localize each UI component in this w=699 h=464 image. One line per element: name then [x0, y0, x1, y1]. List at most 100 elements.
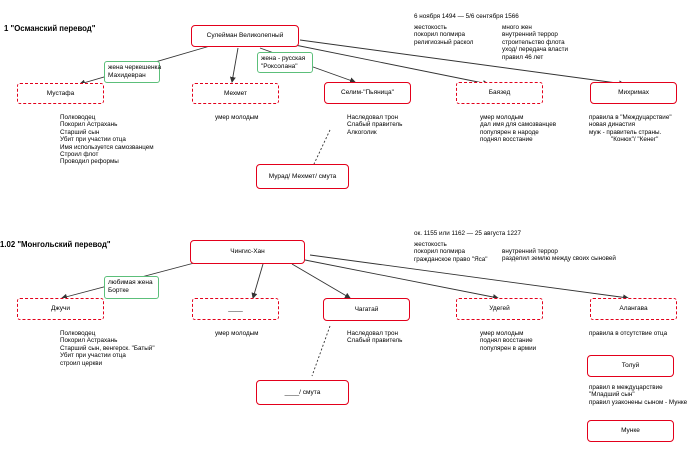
note-line: жестокость: [414, 24, 447, 31]
note-line: муж - правитель страны.: [589, 128, 662, 136]
note-line: дал имя для самозванцев: [480, 121, 557, 129]
note-line: Полководец: [60, 114, 96, 121]
edge-khan-alangava: [309, 254, 629, 301]
note-line: строил церкви: [60, 359, 103, 367]
note-line: Имя используется самозванцем: [60, 143, 154, 151]
note-line: Проводил реформы: [60, 158, 119, 166]
note-line: умер молодым: [215, 330, 259, 337]
note-line: правил 46 лет: [502, 53, 544, 61]
child-box-bayazed[interactable]: Баязед: [456, 82, 543, 104]
note-line: покорил полмира: [414, 248, 465, 256]
child-box-mihrimah[interactable]: Михримах: [590, 82, 677, 104]
spouse-box-roxolana[interactable]: жена - русская "Роксолана": [257, 52, 313, 73]
mongol-ruler-box[interactable]: Чингис-Хан: [190, 240, 305, 264]
note-line: новая династия: [589, 121, 636, 129]
edge-khan-udegei: [304, 259, 499, 300]
tolui-box[interactable]: Толуй: [587, 355, 674, 377]
ottoman-ruler-box[interactable]: Сулейман Великолепный: [191, 25, 299, 47]
spouse-line: любимая жена: [108, 279, 153, 286]
child-box-chagatai[interactable]: Чагатай: [323, 298, 410, 321]
note-line: Полководец: [60, 330, 96, 337]
edge-chagatai-successor: [311, 325, 331, 377]
note-line: поднял восстание: [480, 337, 533, 345]
note-line: Строил флот: [60, 151, 99, 159]
alangava-notes: правила в отсутствие отца: [589, 330, 667, 337]
note-line: правил в междуцарствие: [589, 384, 663, 391]
note-line: "Конюх"/ "Кенег": [611, 136, 659, 144]
note-line: Наследовал трон: [347, 114, 398, 121]
note-line: строительство флота: [502, 38, 565, 46]
son2-notes: умер молодым: [215, 330, 259, 337]
chagatai-notes: Наследовал трон Слабый правитель: [347, 330, 402, 345]
child-box-alangava[interactable]: Алангава: [590, 298, 677, 320]
note-line: разделил землю между своих сыновей: [502, 255, 616, 263]
note-line: умер молодым: [480, 114, 524, 121]
spouse-line: жена - русская: [261, 54, 306, 62]
child-box-mustafa[interactable]: Мустафа: [17, 83, 104, 104]
spouse-line: Бортке: [108, 286, 129, 294]
child-box-juchi[interactable]: Джучи: [17, 298, 104, 320]
child-box-selim[interactable]: Селим-"Пьяница": [324, 82, 411, 104]
note-line: покорил полмира: [414, 31, 465, 39]
mustafa-notes: Полководец Покорил Астрахань Старший сын…: [60, 114, 154, 166]
mongol-dates: ок. 1155 или 1162 — 25 августа 1227: [414, 230, 522, 237]
mehmet-notes: умер молодым: [215, 114, 259, 121]
ottoman-notes-left: жестокость покорил полмира религиозный р…: [414, 24, 473, 46]
note-line: много жен: [502, 24, 532, 31]
edge-khan-chagatai: [291, 263, 351, 299]
note-line: внутренний террор: [502, 31, 558, 39]
ottoman-dates: 6 ноября 1494 — 5/6 сентября 1566: [414, 13, 519, 20]
ottoman-notes-right: много жен внутренний террор строительств…: [502, 24, 568, 61]
mihrimah-notes: правила в "Междуцарствие" новая династия…: [589, 114, 672, 144]
ottoman-heading: 1 "Османский перевод": [4, 24, 96, 33]
edge-ruler-mehmet: [229, 47, 239, 83]
note-line: Покорил Астрахань: [60, 337, 118, 345]
tolui-notes: правил в междуцарствие "Младший сын" пра…: [589, 384, 687, 406]
note-line: Слабый правитель: [347, 337, 403, 345]
mongol-notes-left: жестокость покорил полмира гражданское п…: [414, 241, 488, 263]
spouse-line: жена черкешенка: [108, 64, 162, 71]
note-line: жестокость: [414, 241, 447, 248]
child-box-udegei[interactable]: Удегей: [456, 298, 543, 320]
note-line: Алкоголик: [347, 128, 377, 136]
note-line: популярен в народе: [480, 128, 539, 136]
successor-box-ottoman[interactable]: Мурад/ Мехмет/ смута: [256, 164, 349, 189]
juchi-notes: Полководец Покорил Астрахань Старший сын…: [60, 330, 155, 367]
spouse-box-bortke[interactable]: любимая жена Бортке: [104, 276, 159, 299]
note-line: популярен в армии: [480, 344, 537, 352]
mongol-heading: 1.02 "Монгольский перевод": [0, 240, 111, 249]
note-line: правила в "Междуцарствие": [589, 114, 672, 121]
note-line: "Младший сын": [589, 391, 635, 399]
spouse-line: "Роксолана": [261, 62, 298, 70]
spouse-box-mahidevran[interactable]: жена черкешенка Махидевран: [104, 61, 162, 83]
edge-selim-successor: [313, 129, 331, 165]
note-line: Покорил Астрахань: [60, 121, 118, 129]
note-line: умер молодым: [215, 114, 259, 121]
munke-box[interactable]: Мунке: [587, 420, 674, 442]
note-line: поднял восстание: [480, 136, 533, 144]
edge-ruler-bayazed: [289, 43, 489, 86]
mongol-notes-right: внутренний террор разделил землю между с…: [502, 248, 616, 263]
note-line: Убит при участии отца: [60, 136, 126, 144]
child-box-son2[interactable]: ____: [192, 298, 279, 320]
udegei-notes: умер молодым поднял восстание популярен …: [480, 330, 536, 352]
note-line: Старший сын: [60, 128, 100, 136]
edge-ruler-mihrimah: [299, 39, 625, 87]
note-line: гражданское право "Яса": [414, 255, 488, 263]
spouse-line: Махидевран: [108, 71, 146, 79]
note-line: внутренний террор: [502, 248, 558, 255]
note-line: Наследовал трон: [347, 330, 398, 337]
note-line: религиозный раскол: [414, 38, 474, 46]
selim-notes: Наследовал трон Слабый правитель Алкогол…: [347, 114, 402, 136]
note-line: правил узаконены сыном - Мунке: [589, 398, 688, 406]
note-line: уход/ передача власти: [502, 46, 569, 54]
note-line: Старший сын, венгерск. "Батый": [60, 344, 155, 352]
note-line: правила в отсутствие отца: [589, 330, 668, 337]
edge-khan-son2: [251, 263, 264, 299]
child-box-mehmet[interactable]: Мехмет: [192, 83, 279, 104]
note-line: умер молодым: [480, 330, 524, 337]
note-line: Убит при участии отца: [60, 352, 126, 360]
bayazed-notes: умер молодым дал имя для самозванцев поп…: [480, 114, 556, 144]
successor-box-mongol[interactable]: ____/ смута: [256, 380, 349, 405]
